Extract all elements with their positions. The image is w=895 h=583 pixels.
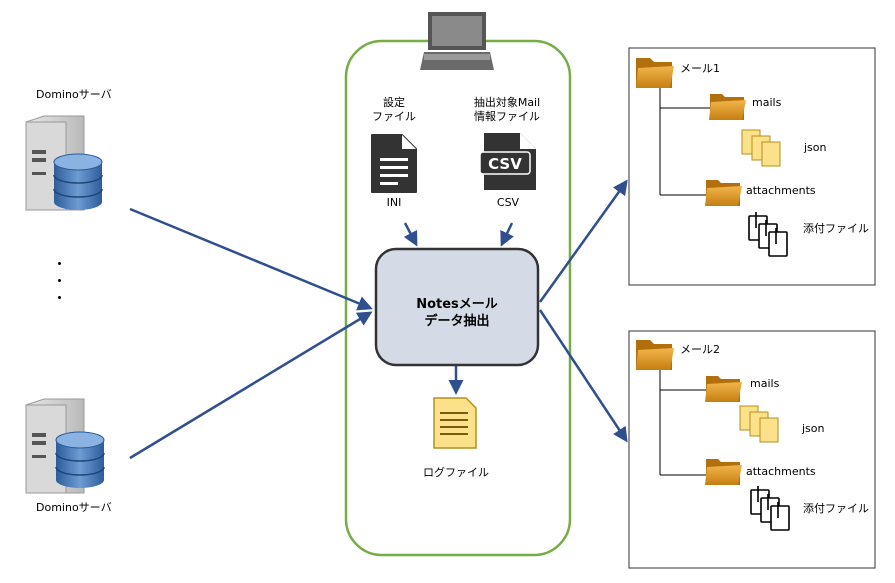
ini-file-icon [371,134,417,193]
server-top-label: Dominoサーバ [36,88,112,101]
mail1-json-label: json [804,141,827,154]
attached-files-icon-1 [748,212,788,257]
folder-icon-mail2-root [636,340,674,370]
json-files-icon-1 [741,129,781,167]
mail1-attached-files-label: 添付ファイル [803,222,869,235]
mail2-json-label: json [802,422,825,435]
tree-lines-2 [659,370,706,476]
server-icon-top [25,115,103,211]
ellipsis-dot [58,262,61,265]
target-file-label: 抽出対象Mail 情報ファイル [473,96,541,123]
mail2-attached-files-label: 添付ファイル [803,502,869,515]
mail2-root-label: メール2 [680,343,720,356]
log-file-label: ログファイル [423,466,489,479]
folder-icon-mails-2 [705,376,742,402]
tree-lines-1 [659,88,710,196]
mail2-mails-label: mails [750,377,780,390]
server-bottom-label: Dominoサーバ [36,501,112,514]
folder-icon-attachments-1 [705,180,742,206]
database-icon-bottom [55,431,105,488]
mail1-attachments-label: attachments [746,184,816,197]
arrow-ini-to-process [403,222,418,247]
arrow-process-to-mail2 [538,309,628,443]
process-box [374,247,540,367]
arrow-process-to-mail1 [538,179,628,303]
process-label: Notesメール データ抽出 [416,297,498,329]
mail2-attachments-label: attachments [746,465,816,478]
arrow-server1-to-process [129,207,373,311]
output-box-2 [628,330,876,569]
svg-text:CSV: CSV [488,155,522,173]
ellipsis-dot [58,279,61,282]
settings-file-label: 設定 ファイル [372,96,416,123]
csv-type-label: CSV [496,196,520,209]
csv-file-icon: CSV [479,133,536,190]
mail1-root-label: メール1 [680,62,720,75]
attached-files-icon-2 [750,486,790,531]
mail1-mails-label: mails [752,96,782,109]
database-icon-top [53,153,103,210]
server-icon-bottom [25,398,105,494]
folder-icon-mails-1 [709,94,746,120]
log-file-icon [433,397,477,449]
ini-type-label: INI [386,196,402,209]
json-files-icon-2 [739,405,779,443]
folder-icon-attachments-2 [705,459,742,485]
laptop-icon [420,12,494,70]
folder-icon-mail1-root [636,58,674,88]
arrows [129,179,628,460]
ellipsis-dot [58,296,61,299]
arrow-server2-to-process [129,311,373,460]
arrow-csv-to-process [500,222,514,247]
